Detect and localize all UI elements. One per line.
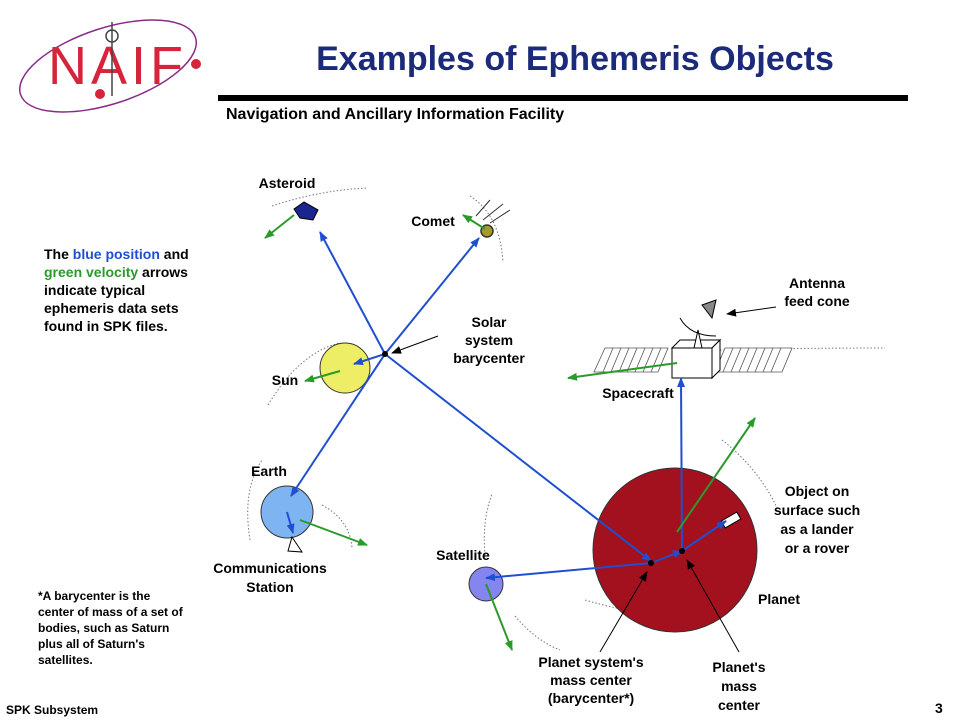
spacecraft-icon (593, 299, 793, 380)
svg-text:surface such: surface such (774, 502, 860, 518)
planet-body (592, 467, 758, 633)
earth-orbit-arc-2 (321, 504, 353, 549)
position-arrow-satellite (485, 562, 652, 582)
svg-text:barycenter: barycenter (453, 350, 525, 366)
svg-text:Planet system's: Planet system's (538, 654, 643, 670)
svg-text:system: system (465, 332, 513, 348)
svg-text:mass: mass (721, 678, 757, 694)
logo-text: NAIF (48, 36, 187, 96)
logo-orbit (18, 19, 198, 113)
naif-logo: NAIF (18, 19, 201, 113)
label-antenna-feed-cone: Antenna feed cone (784, 275, 850, 309)
asteroid-orbit-arc (271, 187, 369, 207)
label-comet: Comet (411, 213, 455, 229)
position-arrow-planet-barycenter (384, 353, 652, 562)
velocity-arrow-planet (676, 417, 756, 533)
svg-text:center: center (718, 697, 761, 713)
planet-surface-arc (721, 439, 779, 511)
svg-text:Antenna: Antenna (789, 275, 845, 291)
svg-text:Planet's: Planet's (712, 659, 765, 675)
svg-text:feed cone: feed cone (784, 293, 850, 309)
label-planet-mass-center: Planet's mass center (712, 659, 765, 713)
position-arrow-spacecraft (677, 377, 686, 552)
velocity-arrow-sun (304, 370, 341, 383)
velocity-arrow-asteroid (264, 214, 295, 239)
communications-station-icon (287, 535, 303, 553)
svg-text:(barycenter*): (barycenter*) (548, 690, 634, 706)
position-arrow-earth (290, 353, 386, 497)
label-sun: Sun (272, 372, 298, 388)
label-planet-barycenter: Planet system's mass center (barycenter*… (538, 654, 643, 706)
pointer-planet-barycenter (599, 571, 648, 653)
label-asteroid: Asteroid (259, 175, 316, 191)
label-satellite: Satellite (436, 547, 490, 563)
position-arrow-comet (384, 237, 480, 355)
position-arrow-lander (681, 520, 727, 552)
svg-text:Object on: Object on (785, 483, 850, 499)
satellite-orbit-arc-2 (514, 615, 561, 651)
blue-position-text: blue position (72, 246, 160, 262)
position-arrow-comm-station (286, 511, 295, 534)
label-planet: Planet (758, 591, 800, 607)
label-surface-object: Object on surface such as a lander or a … (774, 483, 860, 556)
position-arrow-sun (353, 353, 386, 366)
planet-barycenter-dot (648, 560, 654, 566)
position-arrow-planet-center (650, 550, 683, 564)
pointer-planet-mass-center (686, 559, 740, 653)
svg-text:mass center: mass center (550, 672, 632, 688)
svg-text:Solar: Solar (471, 314, 507, 330)
green-velocity-text: green velocity (44, 264, 139, 280)
page-title: Examples of Ephemeris Objects (316, 40, 834, 78)
logo-dot-right (191, 59, 201, 69)
svg-text:or a rover: or a rover (785, 540, 850, 556)
velocity-arrow-satellite (485, 583, 513, 651)
pointer-solar-barycenter (391, 335, 439, 354)
barycenter-footnote: *A barycenter is the center of mass of a… (38, 589, 183, 667)
footer-subsystem: SPK Subsystem (6, 703, 99, 717)
arrow-legend-note: The blue position and green velocity arr… (44, 246, 189, 334)
sun-orbit-arc (267, 342, 341, 406)
svg-text:as a lander: as a lander (780, 521, 854, 537)
velocity-arrow-comet (462, 214, 486, 230)
label-spacecraft: Spacecraft (602, 385, 674, 401)
velocity-arrow-earth (299, 519, 368, 546)
logo-antenna-head (105, 29, 119, 43)
page-subtitle: Navigation and Ancillary Information Fac… (226, 106, 565, 123)
label-solar-barycenter: Solar system barycenter (453, 314, 525, 366)
comet-orbit-arc (469, 195, 504, 263)
page-number: 3 (935, 700, 943, 716)
svg-text:Communications: Communications (213, 560, 327, 576)
position-arrow-asteroid (319, 231, 386, 355)
asteroid-body (293, 201, 319, 221)
svg-text:Station: Station (246, 579, 293, 595)
pointer-antenna (726, 306, 777, 317)
velocity-arrow-spacecraft (567, 362, 678, 381)
logo-dot-bottom (95, 89, 105, 99)
planet-mass-center-dot (679, 548, 685, 554)
satellite-orbit-arc (483, 493, 493, 556)
label-earth: Earth (251, 463, 287, 479)
label-communications-station: Communications Station (213, 560, 327, 595)
sun-body (319, 342, 371, 394)
solar-barycenter-dot (382, 351, 388, 357)
orbit-arcs (247, 187, 886, 651)
